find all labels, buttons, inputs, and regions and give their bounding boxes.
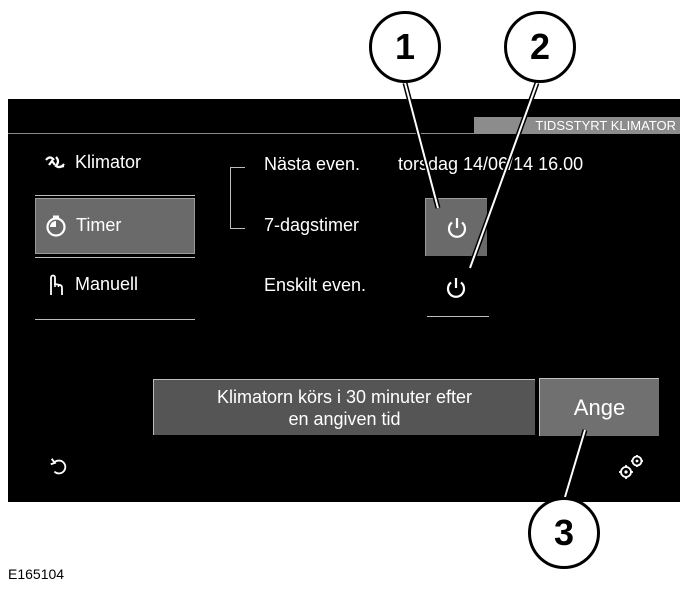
- settings-gears-icon[interactable]: [617, 453, 645, 481]
- sidebar-item-label: Timer: [76, 215, 122, 235]
- nav-divider: [35, 257, 195, 258]
- sidebar-item-klimator[interactable]: Klimator: [35, 141, 195, 185]
- climate-fan-icon: [45, 156, 65, 169]
- figure-reference: E165104: [8, 566, 65, 582]
- single-event-power-button[interactable]: [425, 259, 487, 317]
- header-divider: [8, 133, 680, 134]
- sidebar-item-label: Manuell: [75, 274, 139, 294]
- next-event-value: torsdag 14/06/14 16.00: [398, 154, 584, 174]
- callout-2: 2: [504, 11, 576, 83]
- sidebar-item-label: Klimator: [75, 152, 142, 172]
- power-icon: [447, 218, 467, 238]
- info-line-1: Klimatorn körs i 30 minuter efter: [216, 386, 473, 407]
- callout-1: 1: [369, 11, 441, 83]
- callout-3: 3: [528, 497, 600, 569]
- power-icon: [446, 278, 466, 298]
- group-bracket: [230, 167, 245, 229]
- single-event-label: Enskilt even.: [264, 275, 367, 295]
- set-button[interactable]: Ange: [539, 378, 659, 436]
- power-divider: [427, 316, 489, 317]
- touchscreen: TIDSSTYRT KLIMATOR Klimator Timer Manuel…: [8, 99, 680, 502]
- weekly-timer-label: 7-dagstimer: [264, 215, 360, 235]
- nav-divider: [35, 195, 195, 196]
- hand-pointer-icon: [50, 274, 63, 295]
- nav-divider: [35, 319, 195, 320]
- info-line-2: en angiven tid: [288, 408, 401, 429]
- info-message: Klimatorn körs i 30 minuter efter en ang…: [153, 379, 535, 435]
- sidebar-item-manuell[interactable]: Manuell: [35, 263, 195, 307]
- back-icon[interactable]: [48, 456, 70, 478]
- sidebar-item-timer[interactable]: Timer: [35, 198, 195, 254]
- stopwatch-icon: [46, 215, 66, 237]
- next-event-label: Nästa even.: [264, 154, 361, 174]
